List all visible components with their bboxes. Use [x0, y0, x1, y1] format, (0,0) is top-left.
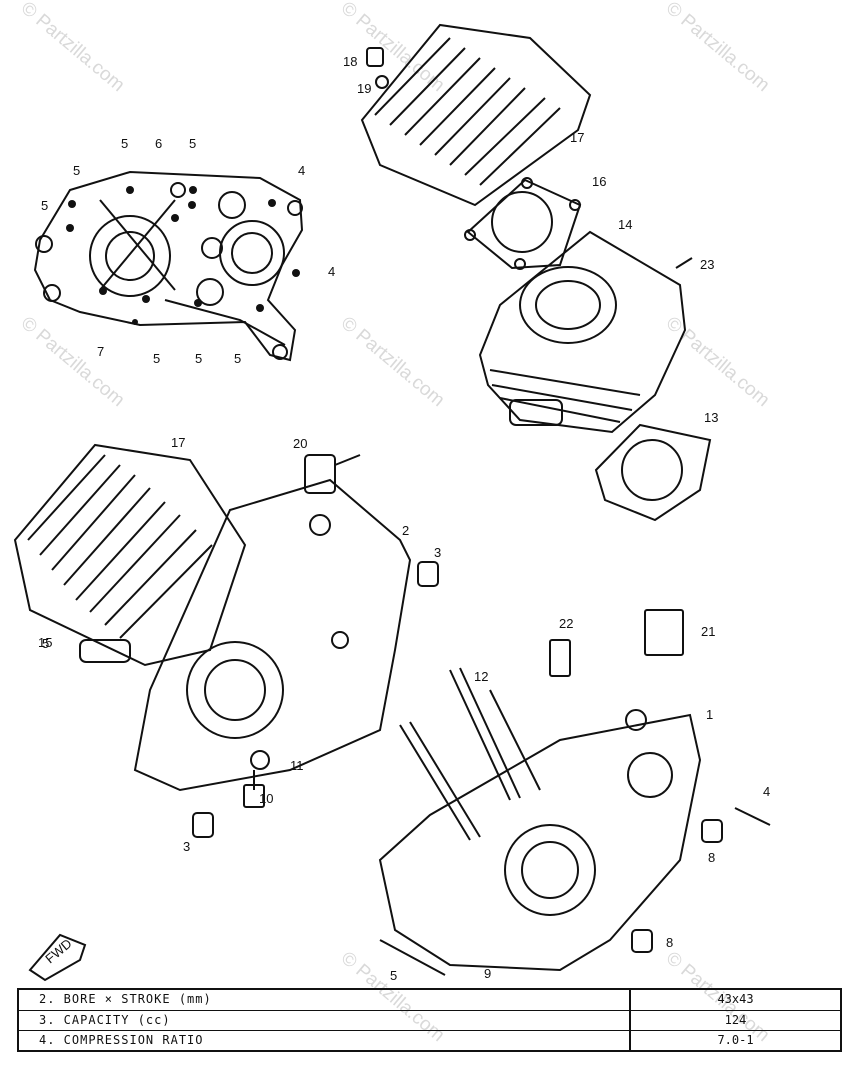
callout-5: 5	[153, 351, 160, 366]
callout-19: 19	[357, 81, 371, 96]
crankcase-left-drawing	[133, 454, 439, 838]
watermark: © Partzilla.com	[662, 0, 774, 96]
fwd-arrow-icon: FWD	[28, 933, 87, 982]
callout-3: 3	[434, 545, 441, 560]
callout-12: 12	[474, 669, 488, 684]
callout-5: 5	[42, 636, 49, 651]
callout-7: 7	[97, 344, 104, 359]
crankcase-face-bolt-holes	[66, 186, 300, 325]
callout-18: 18	[343, 54, 357, 69]
watermark: © Partzilla.com	[662, 313, 774, 411]
callout-6: 6	[155, 136, 162, 151]
watermark-layer: © Partzilla.com © Partzilla.com © Partzi…	[17, 0, 774, 1046]
callout-20: 20	[293, 436, 307, 451]
spec-table: 2. BORE × STROKE (mm) 43x43 3. CAPACITY …	[17, 988, 842, 1052]
callout-3: 3	[183, 839, 190, 854]
spec-label: 4. COMPRESSION RATIO	[39, 1033, 204, 1047]
base-gasket-drawing	[594, 423, 712, 522]
callout-16: 16	[592, 174, 606, 189]
callout-1: 1	[706, 707, 713, 722]
callout-8: 8	[708, 850, 715, 865]
callout-14: 14	[618, 217, 632, 232]
callout-2: 2	[402, 523, 409, 538]
watermark: © Partzilla.com	[17, 0, 129, 96]
callout-labels: 1 2 3 3 4 4 4 5 5 5 5 5 5 5 5 5 6 7 8 8 …	[38, 54, 770, 983]
head-gasket-drawing	[464, 177, 582, 270]
fwd-label: FWD	[42, 936, 74, 967]
cylinder-head-lower-drawing	[13, 443, 247, 667]
callout-9: 9	[484, 966, 491, 981]
callout-10: 10	[259, 791, 273, 806]
callout-11: 11	[290, 758, 304, 773]
spec-label: 3. CAPACITY (cc)	[39, 1013, 171, 1027]
callout-15: 15	[38, 635, 52, 650]
callout-8: 8	[666, 935, 673, 950]
callout-5: 5	[189, 136, 196, 151]
watermark: © Partzilla.com	[17, 313, 129, 411]
spec-label: 2. BORE × STROKE (mm)	[39, 992, 212, 1006]
callout-5: 5	[73, 163, 80, 178]
crankcase-face-drawing	[33, 170, 304, 362]
callout-5: 5	[121, 136, 128, 151]
callout-17: 17	[171, 435, 185, 450]
watermark: © Partzilla.com	[337, 313, 449, 411]
crankcase-right-drawing	[378, 609, 771, 976]
spec-value: 124	[629, 1011, 840, 1031]
callout-13: 13	[704, 410, 718, 425]
callout-4: 4	[298, 163, 305, 178]
callout-22: 22	[559, 616, 573, 631]
callout-5: 5	[234, 351, 241, 366]
callout-4: 4	[328, 264, 335, 279]
callout-5: 5	[41, 198, 48, 213]
cylinder-head-upper-drawing	[360, 23, 592, 207]
callout-23: 23	[700, 257, 714, 272]
callout-4: 4	[763, 784, 770, 799]
callout-17: 17	[570, 130, 584, 145]
spec-value: 43x43	[629, 990, 840, 1010]
spec-row-bore-stroke: 2. BORE × STROKE (mm) 43x43	[19, 990, 840, 1010]
cylinder-upper-drawing	[478, 230, 693, 434]
callout-5: 5	[390, 968, 397, 983]
callout-21: 21	[701, 624, 715, 639]
spec-value: 7.0-1	[629, 1031, 840, 1051]
callout-5: 5	[195, 351, 202, 366]
spec-row-capacity: 3. CAPACITY (cc) 124	[19, 1010, 840, 1031]
spec-row-compression: 4. COMPRESSION RATIO 7.0-1	[19, 1030, 840, 1051]
